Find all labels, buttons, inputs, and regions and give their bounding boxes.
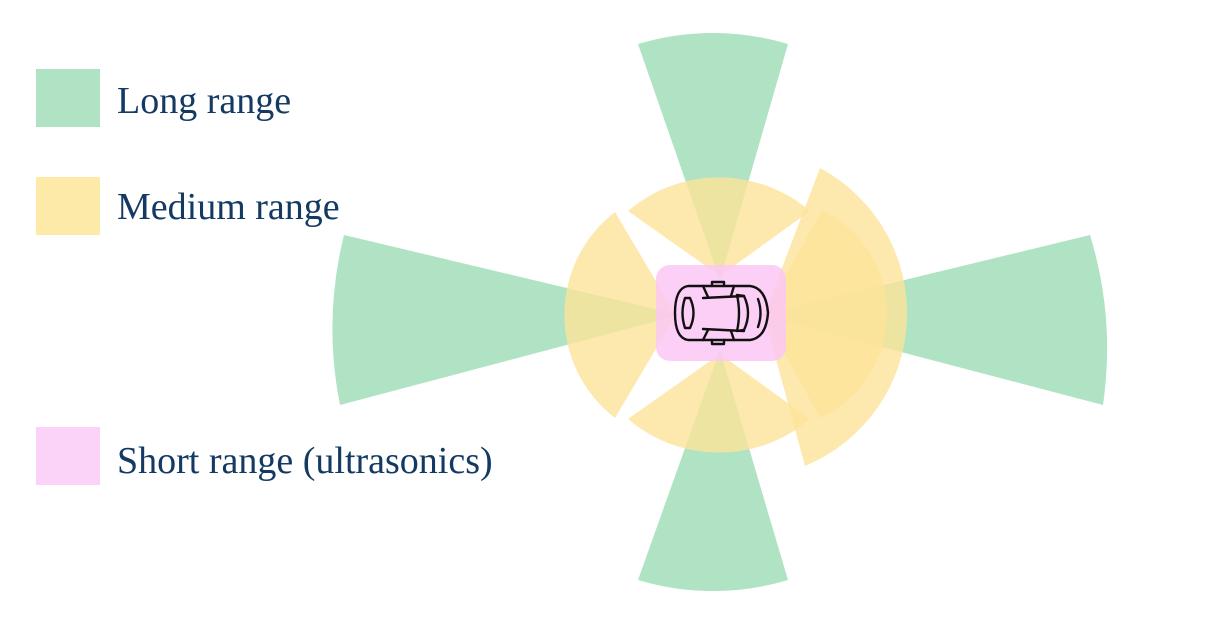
long-range-right-zone bbox=[760, 235, 1108, 405]
medium-range-right-inner-zone bbox=[764, 210, 887, 418]
medium-range-label: Medium range bbox=[117, 186, 340, 228]
short-range-label: Short range (ultrasonics) bbox=[117, 440, 493, 482]
long-range-swatch bbox=[36, 69, 100, 127]
car-top-view-icon bbox=[673, 280, 770, 346]
medium-range-front-zone bbox=[628, 177, 810, 276]
medium-range-left-zone bbox=[564, 212, 676, 418]
long-range-left-zone bbox=[332, 235, 680, 405]
long-range-rear-zone bbox=[638, 350, 788, 592]
short-range-zone bbox=[656, 265, 786, 361]
long-range-front-zone bbox=[638, 32, 788, 280]
medium-range-swatch bbox=[36, 177, 100, 235]
medium-range-rear-zone bbox=[628, 354, 810, 453]
medium-range-zones bbox=[564, 168, 908, 466]
long-range-label: Long range bbox=[117, 80, 292, 122]
long-range-zones bbox=[332, 32, 1108, 592]
short-range-swatch bbox=[36, 427, 100, 485]
